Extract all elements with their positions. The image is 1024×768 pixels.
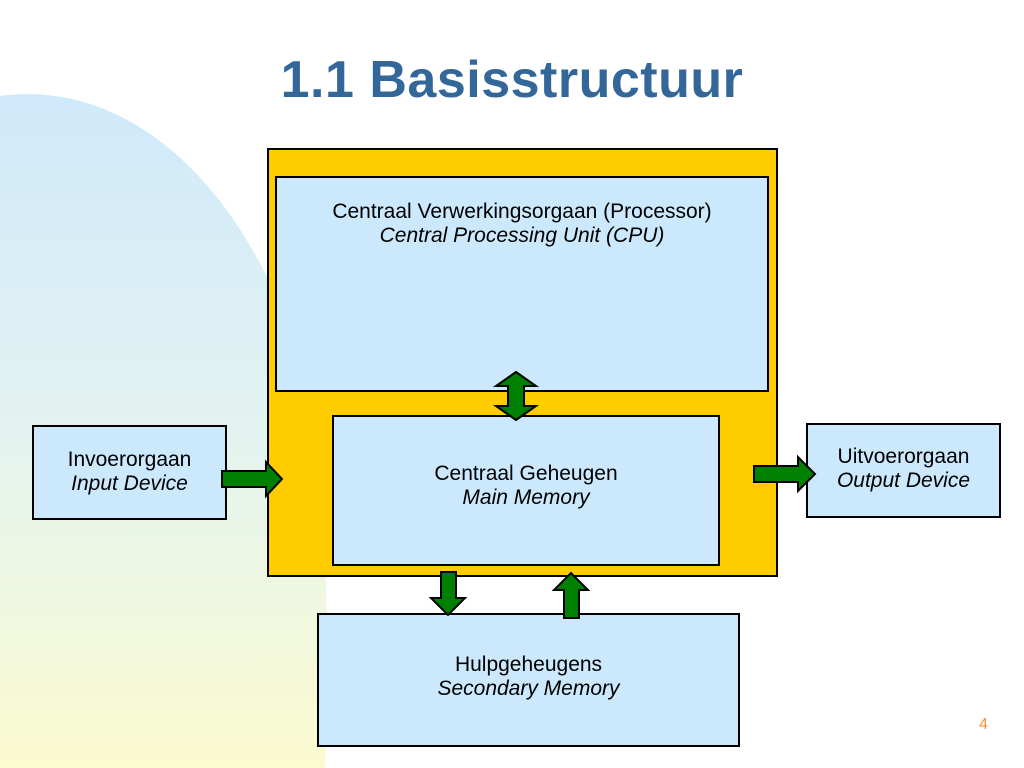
main-memory-box: Centraal Geheugen Main Memory: [332, 415, 720, 566]
cpu-box: Centraal Verwerkingsorgaan (Processor) C…: [275, 176, 769, 392]
cpu-sublabel: Central Processing Unit (CPU): [379, 224, 665, 247]
output-device-label: Uitvoerorgaan: [837, 445, 970, 468]
main-memory-label: Centraal Geheugen: [434, 462, 618, 485]
memory-to-secondary-arrow: [428, 571, 468, 617]
page-title: 1.1 Basisstructuur: [280, 51, 744, 109]
output-arrow: [753, 454, 817, 494]
main-memory-sublabel: Main Memory: [462, 486, 590, 509]
output-device-sublabel: Output Device: [836, 469, 971, 492]
page-number: 4: [979, 716, 988, 733]
cpu-label: Centraal Verwerkingsorgaan (Processor): [332, 200, 712, 223]
cpu-memory-double-arrow: [492, 370, 540, 422]
secondary-memory-label: Hulpgeheugens: [454, 653, 603, 676]
input-device-label: Invoerorgaan: [67, 448, 192, 471]
input-device-box: Invoerorgaan Input Device: [32, 425, 227, 520]
secondary-memory-box: Hulpgeheugens Secondary Memory: [317, 613, 740, 747]
secondary-memory-sublabel: Secondary Memory: [437, 677, 620, 700]
input-device-sublabel: Input Device: [71, 472, 188, 495]
output-device-box: Uitvoerorgaan Output Device: [806, 423, 1001, 518]
input-arrow: [221, 459, 284, 499]
secondary-to-memory-arrow: [551, 571, 591, 619]
